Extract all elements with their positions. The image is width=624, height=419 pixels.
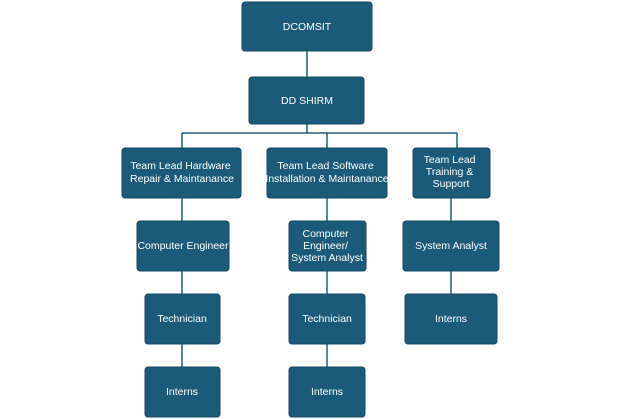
node-label-line: Team Lead Hardware bbox=[130, 160, 231, 172]
node-label-line: Computer bbox=[302, 228, 349, 240]
node-label-line: Repair & Maintanance bbox=[130, 173, 234, 185]
svg-text:Team Lead Hardware Repai: Team Lead Hardware Repair & Maintanance bbox=[130, 160, 234, 185]
connectors bbox=[181, 51, 458, 367]
node-system-analyst-training: System Analyst bbox=[402, 220, 500, 272]
node-label-line: Interns bbox=[435, 313, 467, 325]
node-label-line: DCOMSIT bbox=[283, 21, 332, 33]
node-label-line: Team Lead bbox=[424, 154, 476, 166]
node-label-line: Computer Engineer bbox=[137, 240, 229, 252]
node-label-line: Engineer/ bbox=[303, 240, 348, 252]
node-team-lead-training: Team Lead Training & Support bbox=[412, 147, 491, 199]
node-computer-engineer-software: Computer Engineer/ System Analyst bbox=[288, 220, 367, 272]
node-interns-training: Interns bbox=[404, 293, 498, 345]
svg-text:DCOMSIT: DCOMSIT bbox=[283, 21, 332, 33]
svg-text:Interns: Interns bbox=[311, 386, 343, 398]
node-label-line: Interns bbox=[311, 386, 343, 398]
node-computer-engineer-hardware: Computer Engineer bbox=[136, 220, 230, 272]
node-interns-hardware: Interns bbox=[144, 366, 221, 418]
svg-text:Interns: Interns bbox=[435, 313, 467, 325]
node-label-line: Team Lead Software bbox=[277, 160, 373, 172]
svg-text:Team Lead Training &: Team Lead Training & Support bbox=[424, 154, 479, 190]
node-label-line: DD SHIRM bbox=[281, 95, 333, 107]
node-label-line: Technician bbox=[157, 313, 207, 325]
svg-text:Team Lead Software Insta: Team Lead Software Installation & Mainta… bbox=[265, 160, 388, 185]
node-label-line: Training & bbox=[426, 166, 473, 178]
node-label-line: Technician bbox=[302, 313, 352, 325]
node-team-lead-hardware: Team Lead Hardware Repair & Maintanance bbox=[121, 147, 242, 199]
node-label-line: Interns bbox=[166, 386, 198, 398]
node-technician-software: Technician bbox=[288, 293, 366, 345]
svg-text:System Analyst: System Analyst bbox=[415, 240, 487, 252]
node-label-line: System Analyst bbox=[415, 240, 487, 252]
svg-text:DD SHIRM: DD SHIRM bbox=[281, 95, 333, 107]
node-dd-shirm: DD SHIRM bbox=[248, 76, 365, 125]
node-label-line: Support bbox=[433, 178, 470, 190]
svg-text:Technician: Technician bbox=[157, 313, 207, 325]
node-label-line: Installation & Maintanance bbox=[265, 173, 388, 185]
svg-text:Interns: Interns bbox=[166, 386, 198, 398]
node-interns-software: Interns bbox=[288, 366, 366, 418]
node-team-lead-software: Team Lead Software Installation & Mainta… bbox=[265, 147, 389, 199]
svg-text:Technician: Technician bbox=[302, 313, 352, 325]
svg-text:Computer Engineer: Computer Engineer bbox=[137, 240, 229, 252]
svg-text:Computer Engineer/: Computer Engineer/ System Analyst bbox=[291, 228, 363, 264]
node-dcomsit: DCOMSIT bbox=[241, 1, 373, 52]
node-label-line: System Analyst bbox=[291, 252, 363, 264]
node-technician-hardware: Technician bbox=[144, 293, 221, 345]
